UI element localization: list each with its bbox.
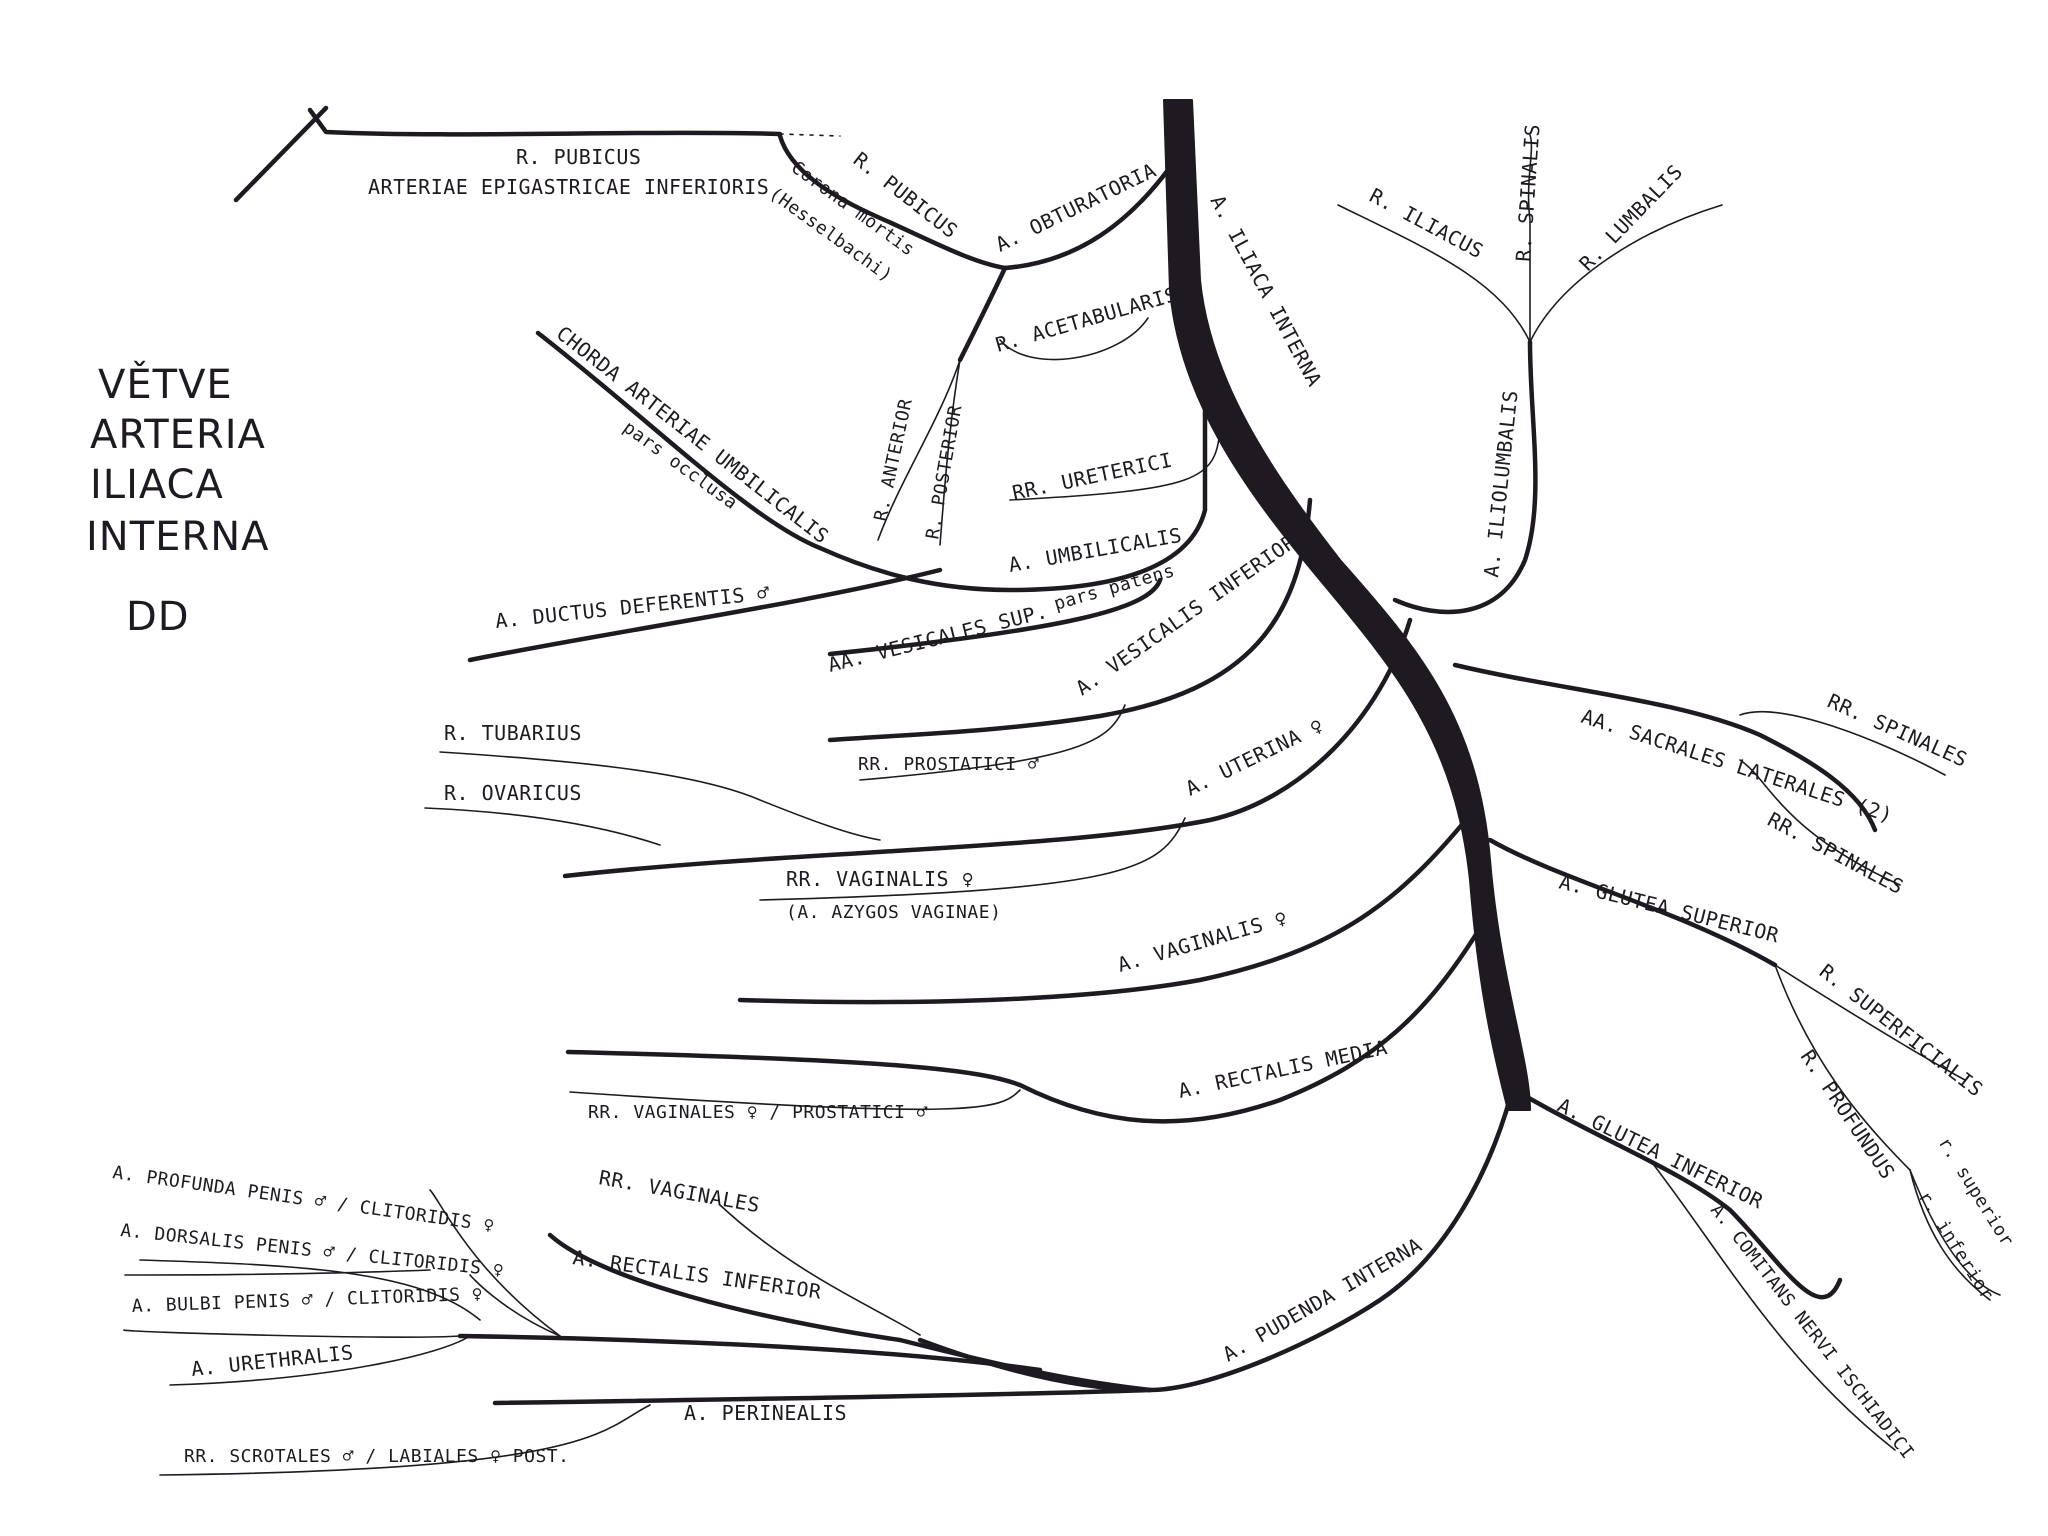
monogram: DD [126, 594, 190, 640]
title-line-1: VĚTVE [98, 360, 233, 408]
label-arteriae-epigastricae: ARTERIAE EPIGASTRICAE INFERIORIS [368, 175, 769, 199]
diagram-title: VĚTVE ARTERIA ILIACA INTERNA DD [86, 360, 270, 640]
label-vaginalis: A. VAGINALIS ♀ [1115, 905, 1290, 976]
title-line-3: ILIACA [90, 462, 224, 508]
label-rectalis-inferior: A. RECTALIS INFERIOR [571, 1245, 823, 1304]
label-iliolumbalis: A. ILIOLUMBALIS [1479, 389, 1523, 579]
uterina-branches [424, 617, 1413, 901]
pudenda-branches [123, 1077, 1518, 1476]
label-chorda: CHORDA ARTERIAE UMBILICALIS [552, 321, 834, 548]
label-r-superficialis: R. SUPERFICIALIS [1815, 959, 1988, 1101]
label-bulbi-penis: A. BULBI PENIS ♂ / CLITORIDIS ♀ [131, 1284, 483, 1317]
label-r-pubicus-epi: R. PUBICUS [516, 145, 641, 169]
label-rr-prostatici: RR. PROSTATICI ♂ [858, 754, 1039, 775]
label-rr-vaginales: RR. VAGINALES [597, 1165, 762, 1217]
iliolumbalis-branches [1337, 134, 1723, 615]
label-r-tubarius: R. TUBARIUS [444, 721, 582, 745]
label-r-anterior: R. ANTERIOR [870, 397, 916, 523]
label-ductus-deferentis: A. DUCTUS DEFERENTIS ♂ [494, 580, 771, 633]
label-glutea-superior: A. GLUTEA SUPERIOR [1557, 870, 1782, 948]
label-rr-vaginales-prostatici: RR. VAGINALES ♀ / PROSTATICI ♂ [588, 1102, 928, 1123]
obturatoria-branches [233, 105, 1171, 546]
title-line-2: ARTERIA [90, 412, 266, 458]
label-vesicales-sup: AA. VESICALES SUP. [825, 599, 1050, 677]
label-sacrales-laterales: AA. SACRALES LATERALES (2) [1578, 704, 1896, 828]
label-glutea-inferior: A. GLUTEA INFERIOR [1554, 1093, 1768, 1214]
vaginalis-rectalis-media [565, 812, 1488, 1124]
main-trunk [1163, 99, 1531, 1111]
label-iliaca-interna: A. ILIACA INTERNA [1206, 191, 1327, 391]
title-line-4: INTERNA [86, 514, 270, 560]
label-r-lumbalis: R. LUMBALIS [1574, 160, 1687, 276]
sacrales-branches [1452, 662, 1946, 886]
label-r-acetabularis: R. ACETABULARIS [993, 282, 1180, 357]
glutea-branches [1487, 837, 2001, 1451]
label-uterina: A. UTERINA ♀ [1182, 713, 1328, 801]
label-perinealis: A. PERINEALIS [684, 1401, 847, 1425]
label-r-spinalis: R. SPINALIS [1511, 123, 1545, 262]
label-rr-scrotales: RR. SCROTALES ♂ / LABIALES ♀ POST. [184, 1446, 569, 1467]
label-rr-vaginalis: RR. VAGINALIS ♀ [786, 867, 974, 891]
label-r-iliacus: R. ILIACUS [1366, 183, 1488, 263]
label-rr-ureterici: RR. URETERICI [1010, 448, 1174, 505]
label-r-posterior: R. POSTERIOR [922, 403, 966, 541]
label-r-ovaricus: R. OVARICUS [444, 781, 582, 805]
label-rectalis-media: A. RECTALIS MEDIA [1176, 1035, 1390, 1103]
label-pudenda-interna: A. PUDENDA INTERNA [1219, 1233, 1427, 1367]
label-azygos: (A. AZYGOS VAGINAE) [786, 902, 1001, 923]
umbilicalis-branches [467, 330, 1313, 781]
label-urethralis: A. URETHRALIS [190, 1340, 355, 1381]
label-comitans: A. COMITANS NERVI ISCHIADICI [1706, 1200, 1918, 1463]
labels: A. ILIACA INTERNA A. OBTURATORIA R. PUBI… [111, 123, 2017, 1467]
label-r-profundus: R. PROFUNDUS [1796, 1045, 1900, 1183]
